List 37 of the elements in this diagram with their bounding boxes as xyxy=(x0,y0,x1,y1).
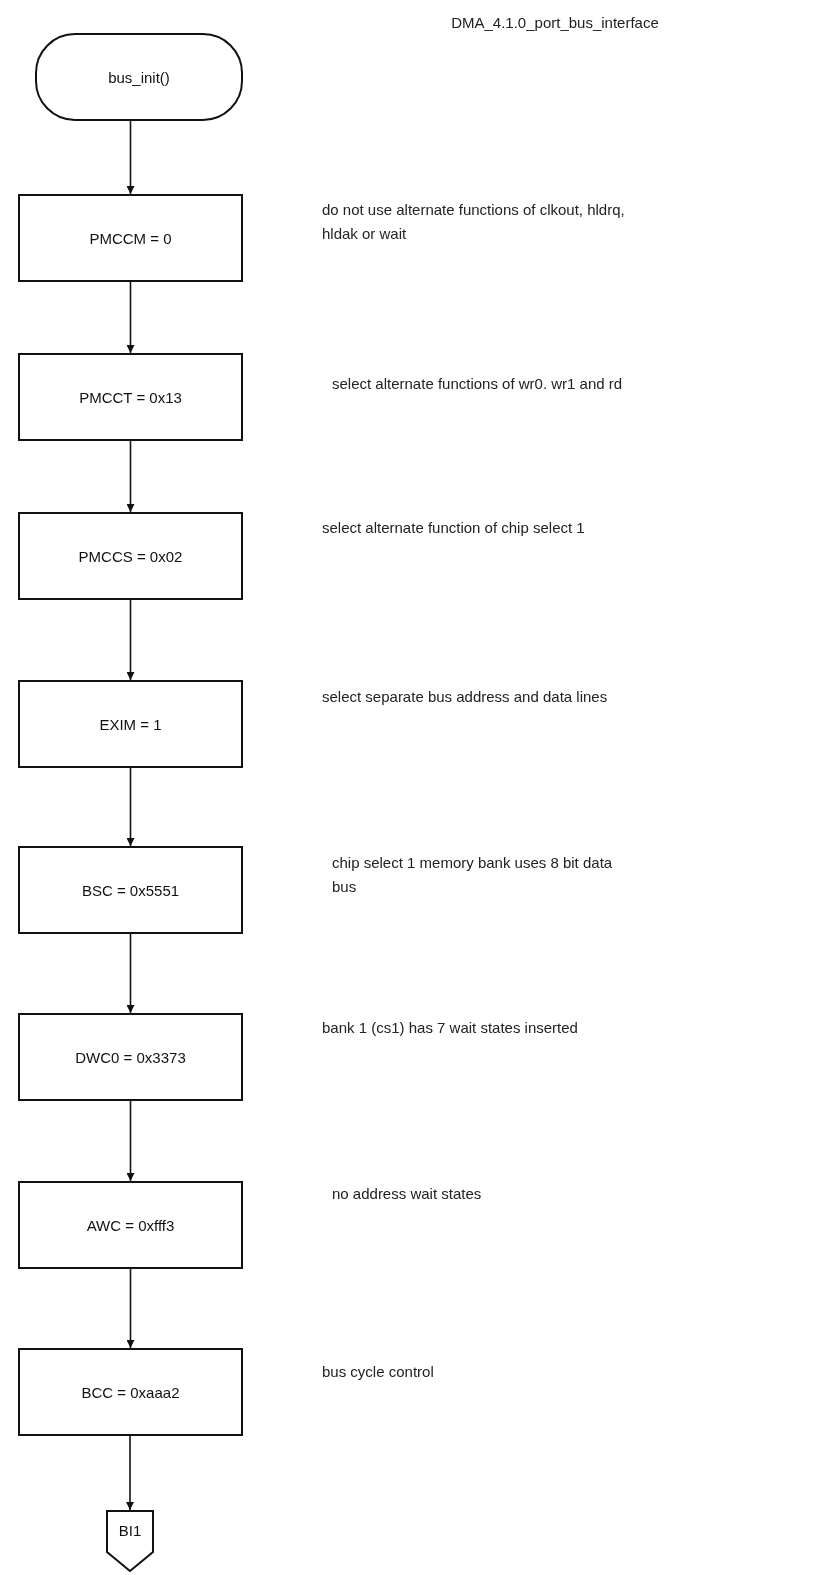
arrow xyxy=(126,1268,135,1349)
process-box xyxy=(18,353,243,441)
node-label: BSC = 0x5551 xyxy=(81,881,180,899)
annotation-note: select separate bus address and data lines xyxy=(322,687,609,707)
arrow xyxy=(126,1100,135,1182)
arrow xyxy=(126,767,135,847)
process-box xyxy=(18,1181,243,1269)
annotation-note: chip select 1 memory bank uses 8 bit data bus xyxy=(332,853,614,897)
process-box xyxy=(18,1013,243,1101)
annotation-note: no address wait states xyxy=(332,1184,483,1204)
node-label: BI1 xyxy=(118,1522,142,1539)
node-label: BCC = 0xaaa2 xyxy=(81,1383,180,1401)
diagram-title: DMA_4.1.0_port_bus_interface xyxy=(450,14,660,31)
node-label: AWC = 0xfff3 xyxy=(86,1216,175,1234)
annotation-note: select alternate function of chip select 1 xyxy=(322,518,586,538)
annotation-note: bus cycle control xyxy=(322,1362,435,1382)
process-box xyxy=(18,846,243,934)
annotation-note: bank 1 (cs1) has 7 wait states inserted xyxy=(322,1018,579,1038)
process-box xyxy=(18,512,243,600)
arrow xyxy=(126,1435,134,1511)
annotation-note: select alternate functions of wr0. wr1 and rd xyxy=(332,374,624,394)
process-box xyxy=(18,1348,243,1436)
arrow xyxy=(126,120,135,195)
node-label: PMCCM = 0 xyxy=(89,229,172,247)
arrow xyxy=(126,599,135,681)
arrow xyxy=(126,933,135,1014)
off-page-connector xyxy=(106,1510,154,1572)
node-label: EXIM = 1 xyxy=(99,715,162,733)
process-box xyxy=(18,680,243,768)
annotation-note: do not use alternate functions of clkout, hldrq, hldak or wait xyxy=(322,200,626,244)
process-box xyxy=(18,194,243,282)
arrow xyxy=(126,281,135,354)
arrow xyxy=(126,440,135,513)
node-label: bus_init() xyxy=(108,68,170,86)
node-label: PMCCS = 0x02 xyxy=(78,547,183,565)
node-label: PMCCT = 0x13 xyxy=(79,388,182,406)
node-label: DWC0 = 0x3373 xyxy=(75,1048,186,1066)
